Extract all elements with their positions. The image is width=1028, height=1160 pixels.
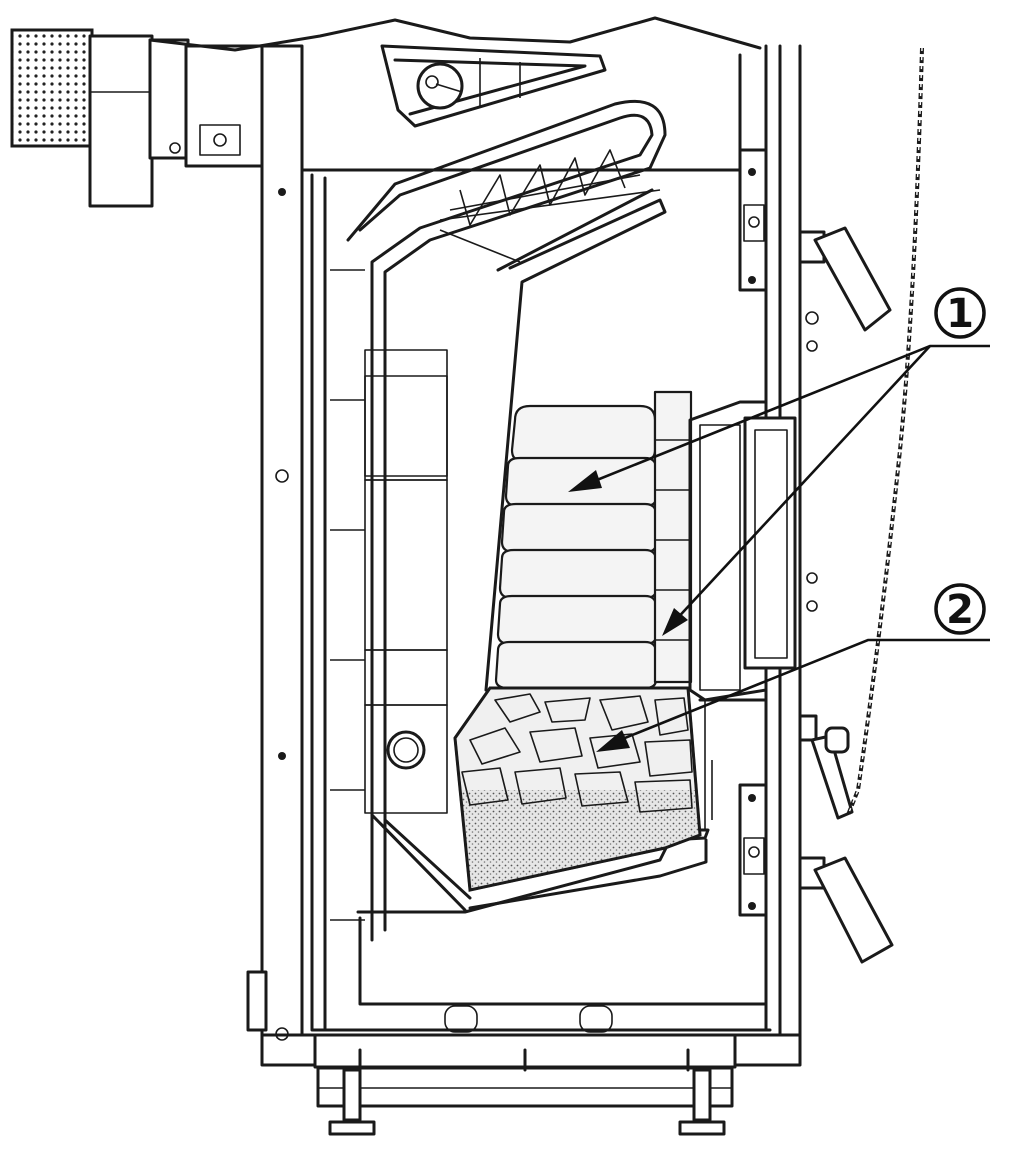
top-break-line [148, 16, 762, 52]
callout-1-leader-b [671, 345, 931, 625]
left-leveling-foot [328, 1068, 376, 1136]
left-water-passages [330, 269, 448, 921]
callout-1-arrow-b [662, 608, 688, 636]
callout-2-label: 2 [946, 587, 974, 633]
lower-door-handle [798, 856, 894, 964]
callout-1-marker [934, 287, 986, 339]
callout-1: 1 [568, 287, 990, 636]
callout-2-marker [934, 583, 986, 635]
callout-1-label: 1 [946, 291, 974, 337]
heat-exchanger [346, 99, 667, 942]
right-leveling-foot [678, 1068, 726, 1136]
regulator-chain [846, 47, 924, 816]
boiler-base [313, 1005, 737, 1136]
door-assembly [688, 148, 797, 1012]
callout-1-arrow-a [568, 470, 602, 492]
flue-duct [380, 44, 607, 128]
callout-2-arrow [596, 730, 630, 752]
upper-door-handle [798, 226, 892, 352]
exhaust-fan-unit [10, 28, 264, 208]
callout-2-leader [609, 638, 990, 746]
air-regulator-knob [798, 572, 854, 820]
combustion-chamber-stones [453, 686, 702, 892]
firebrick-stack [494, 390, 693, 690]
callout-2: 2 [596, 583, 990, 752]
